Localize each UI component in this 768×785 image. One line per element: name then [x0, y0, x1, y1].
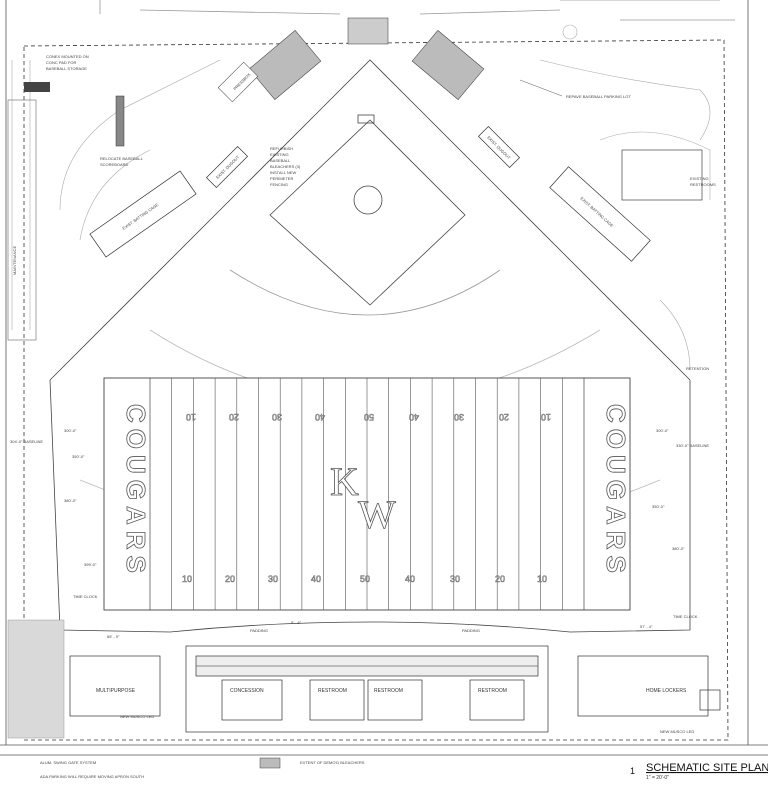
svg-text:65' - 9": 65' - 9" [107, 634, 120, 639]
restroom-label: RESTROOM [374, 688, 403, 694]
svg-text:380'-0": 380'-0" [64, 498, 77, 503]
baseball-field [49, 59, 691, 401]
multipurpose-label: MULTIPURPOSE [96, 688, 136, 694]
repave-parking-label: REPAVE BASEBALL PARKING LOT [566, 94, 631, 99]
svg-text:30: 30 [454, 412, 464, 422]
concession-label: CONCESSION [230, 688, 264, 694]
existing-restrooms [621, 149, 703, 201]
relocate-scoreboard-label: RELOCATE BASEBALL [100, 156, 144, 161]
svg-text:PERIMETER: PERIMETER [270, 176, 293, 181]
home-lockers-label: HOME LOCKERS [646, 688, 687, 694]
musco-led-right-label: NEW MUSCO LED [660, 729, 694, 734]
third-base-dugout: EXIST. DUGOUT [477, 125, 521, 169]
time-clock-label: TIME CLOCK [73, 594, 98, 599]
svg-text:380'-0": 380'-0" [672, 546, 685, 551]
yard-numbers-top: 10 20 30 40 50 40 30 20 10 [186, 412, 552, 423]
maintenance-building [7, 99, 37, 341]
left-endzone-text: COUGARS [121, 404, 151, 579]
retention-label: RETENTION [686, 366, 709, 371]
svg-text:40: 40 [405, 574, 415, 584]
svg-text:30: 30 [450, 574, 460, 584]
svg-text:20: 20 [495, 574, 505, 584]
svg-text:10: 10 [182, 574, 192, 584]
ada-parking-label: ADA PARKING WILL REQUIRE MOVING APRON SO… [40, 774, 144, 779]
svg-text:50: 50 [364, 412, 374, 422]
svg-text:40: 40 [311, 574, 321, 584]
conex-label: BASEBALL STORAGE [46, 66, 87, 71]
padding-label: PADDING [250, 628, 268, 633]
svg-text:350'-0": 350'-0" [72, 454, 85, 459]
musco-led-left-label: NEW MUSCO LED [120, 714, 154, 719]
maintenance-label: MAINTENANCE [12, 246, 17, 275]
relocate-scoreboard-label: SCOREBOARD [100, 162, 129, 167]
svg-text:30: 30 [268, 574, 278, 584]
drawing-title: SCHEMATIC SITE PLAN [646, 762, 768, 774]
drawing-scale: 1" = 20'-0" [646, 775, 669, 781]
svg-text:300'-0": 300'-0" [64, 428, 77, 433]
right-endzone-text: COUGARS [601, 404, 631, 579]
svg-text:57' - 4": 57' - 4" [640, 624, 653, 629]
drawing-number: 1 [630, 766, 635, 776]
svg-text:20: 20 [225, 574, 235, 584]
paved-area [7, 619, 65, 739]
limit-of-work-line [23, 39, 729, 741]
time-clock-label: TIME CLOCK [673, 614, 698, 619]
svg-text:399'-0": 399'-0" [84, 562, 97, 567]
svg-text:30: 30 [272, 412, 282, 422]
svg-text:FENCING: FENCING [270, 182, 288, 187]
restroom-label: RESTROOM [478, 688, 507, 694]
refurbish-note: REFURBISH EXISTING BASEBALL BLEACHERS (3… [270, 146, 301, 187]
title-block: 1 SCHEMATIC SITE PLAN 1" = 20'-0" [630, 762, 768, 781]
site-contours [11, 24, 711, 371]
restroom-label: RESTROOM [318, 688, 347, 694]
first-base-dugout: EXIST. DUGOUT [205, 145, 249, 189]
svg-text:BASEBALL: BASEBALL [270, 158, 291, 163]
svg-text:REFURBISH: REFURBISH [270, 146, 293, 151]
svg-text:20: 20 [499, 412, 509, 422]
swing-gate-label: ALUM. SWING GATE SYSTEM [40, 760, 96, 765]
svg-text:EXISTING: EXISTING [270, 152, 289, 157]
conex-label: CONC PAD FOR [46, 60, 76, 65]
svg-text:350'-0": 350'-0" [652, 504, 665, 509]
gate-symbol [259, 757, 281, 769]
center-logo-w: W [358, 492, 396, 537]
svg-text:5' - 6": 5' - 6" [291, 620, 302, 625]
svg-text:20: 20 [229, 412, 239, 422]
property-lines [0, 0, 768, 756]
existing-restrooms-label: EXISTING [690, 176, 709, 181]
center-logo-k: K [330, 459, 359, 504]
yard-numbers-bottom: 10 20 30 40 50 40 30 20 10 [182, 574, 548, 585]
football-field [103, 377, 631, 611]
baseball-bleachers [217, 17, 485, 103]
svg-text:40: 40 [409, 412, 419, 422]
svg-text:330'-0" BASELINE: 330'-0" BASELINE [676, 443, 709, 448]
baseball-scoreboard [115, 95, 125, 147]
conex-pad [24, 82, 50, 92]
left-batting-cage: EXIST. BATTING CAGE [89, 170, 197, 258]
right-batting-cage: EXIST. BATTING CAGE [549, 166, 651, 262]
svg-text:304'-0" BASELINE: 304'-0" BASELINE [10, 439, 43, 444]
svg-text:300'-0": 300'-0" [656, 428, 669, 433]
svg-text:10: 10 [541, 412, 551, 422]
svg-text:40: 40 [315, 412, 325, 422]
existing-restrooms-label: RESTROOMS [690, 182, 716, 187]
svg-text:10: 10 [186, 412, 196, 422]
svg-text:10: 10 [537, 574, 547, 584]
padding-label: PADDING [462, 628, 480, 633]
field-dimensions: 304'-0" BASELINE 300'-0" 350'-0" 380'-0"… [10, 428, 709, 639]
svg-text:BLEACHERS (3): BLEACHERS (3) [270, 164, 301, 169]
conex-label: CONEX MOUNTED ON [46, 54, 89, 59]
grandstand-building [69, 645, 721, 733]
svg-text:INSTALL NEW: INSTALL NEW [270, 170, 296, 175]
svg-text:50: 50 [360, 574, 370, 584]
extent-demo-label: EXTENT OF DEMO'D BLEACHERS [300, 760, 365, 765]
